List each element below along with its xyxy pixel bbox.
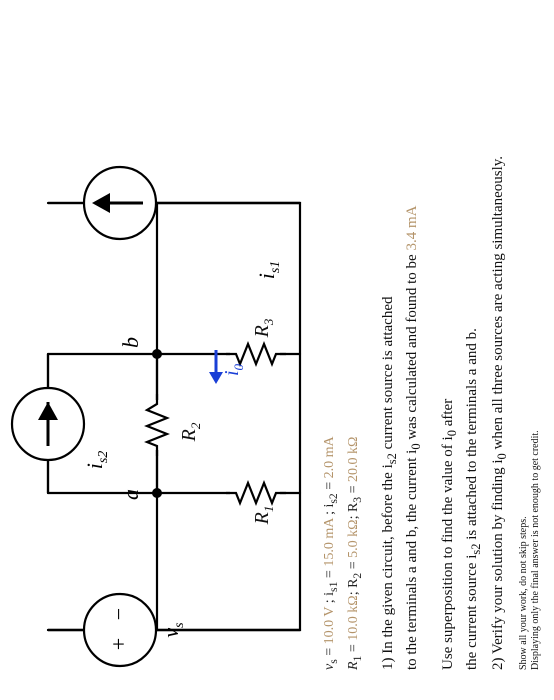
node-a-dot xyxy=(152,488,162,498)
is2-label: is2 xyxy=(82,451,111,470)
r1-label: R1 xyxy=(251,506,276,526)
question-superposition-line2: the current source is2 is attached to th… xyxy=(464,328,483,670)
node-b-label: b xyxy=(118,337,143,348)
question-part2: 2) Verify your solution by finding i0 wh… xyxy=(490,155,509,670)
is2-arrow-head xyxy=(38,402,58,420)
r3-label: R3 xyxy=(251,318,276,338)
question-superposition-line1: Use superposition to find the value of i… xyxy=(440,398,459,670)
current-source-is2: is2 xyxy=(10,354,111,493)
question-part1-line1: 1) In the given circuit, before the is2 … xyxy=(380,296,399,670)
givens-line-2: R1 = 10.0 kΩ; R2 = 5.0 kΩ; R3 = 20.0 kΩ xyxy=(346,436,364,670)
vs-minus-label: − xyxy=(106,608,131,620)
note-show-work: Show all your work, do not skip steps. xyxy=(518,516,529,670)
givens-line-1: vs = 10.0 V ; is1 = 15.0 mA ; is2 = 2.0 … xyxy=(322,436,340,670)
vs-label: vs xyxy=(158,622,187,638)
is1-arrow-head xyxy=(92,193,110,213)
io-label: i0 xyxy=(221,363,246,376)
io-current-arrow: i0 xyxy=(209,350,246,384)
resistor-r2: R2 xyxy=(144,394,203,456)
resistor-r3: R3 xyxy=(226,318,286,367)
resistor-r1: R1 xyxy=(226,480,286,526)
note-final-answer: Displaying only the final answer is not … xyxy=(530,430,541,670)
node-b-dot xyxy=(152,349,162,359)
voltage-source-vs: + − vs xyxy=(48,592,300,668)
vs-plus-label: + xyxy=(106,638,131,650)
question-part1-line2: to the terminals a and b, the current i0… xyxy=(404,205,423,670)
node-a-label: a xyxy=(118,489,143,500)
is1-label: is1 xyxy=(254,261,283,280)
r2-label: R2 xyxy=(178,422,203,442)
current-source-is1: is1 xyxy=(48,165,300,280)
